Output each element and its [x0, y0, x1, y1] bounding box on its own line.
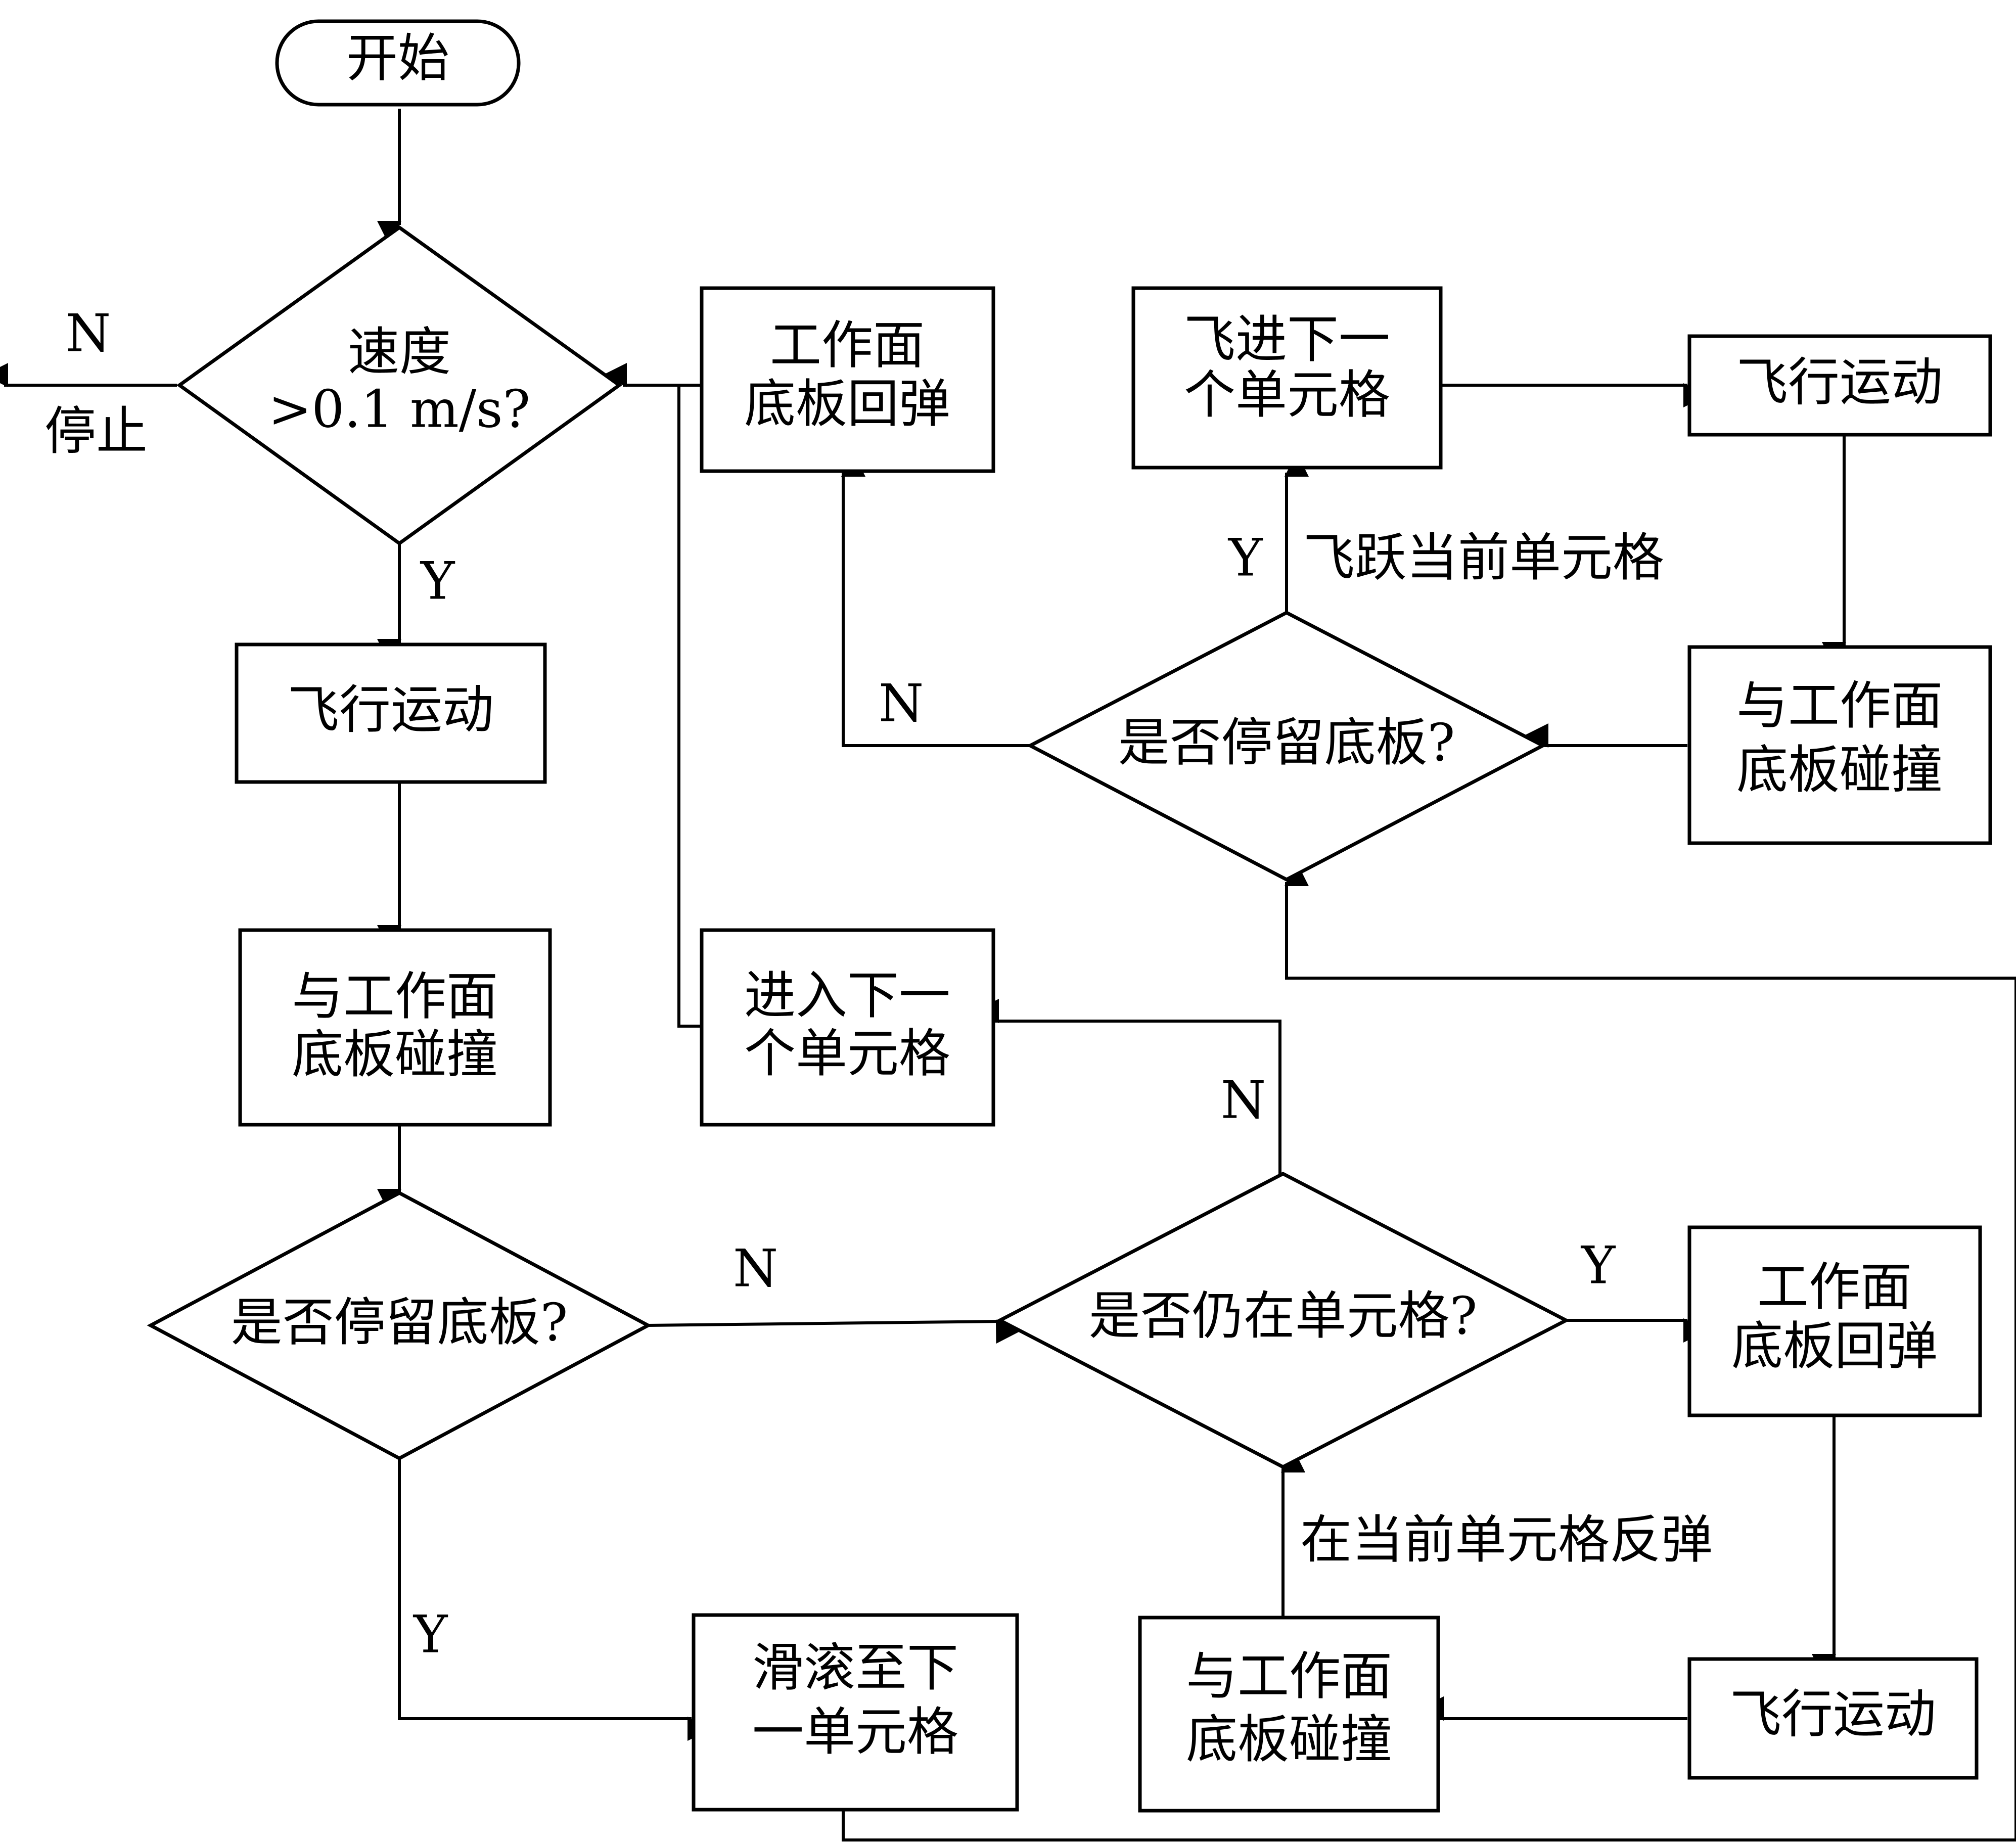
- edge-labels: N 停止 Y Y N N Y 在当前单元格反弹 Y 飞跃当前单元格 N: [44, 304, 1713, 1665]
- rebound-1-label-1: 工作面: [770, 316, 925, 376]
- collide-2-label-2: 底板碰撞: [1186, 1710, 1392, 1770]
- label-n-stay-1: N: [733, 1239, 778, 1299]
- speed-decision: 速度 >0.1 m/s?: [176, 225, 622, 546]
- collide-2-label-1: 与工作面: [1186, 1647, 1392, 1707]
- collide-3-label-1: 与工作面: [1736, 676, 1943, 736]
- fly-motion-label-2: 飞行运动: [1730, 1685, 1936, 1745]
- collide-box-2: 与工作面 底板碰撞: [1138, 1616, 1440, 1813]
- label-n-stop: N: [66, 304, 111, 364]
- fly-next-label-2: 个单元格: [1184, 365, 1390, 426]
- fly-motion-box-2: 飞行运动: [1687, 1657, 1979, 1780]
- arrow-in-cell-no-to-enter-next: [975, 999, 1281, 1174]
- collide-box-1: 与工作面 底板碰撞: [238, 928, 552, 1127]
- label-skip-current: 飞跃当前单元格: [1303, 528, 1664, 588]
- roll-next-box: 滑滚至下 一单元格: [692, 1613, 1019, 1812]
- collide-1-label-2: 底板碰撞: [292, 1025, 498, 1085]
- label-y-speed: Y: [420, 551, 455, 612]
- label-y-stay-2: Y: [1227, 528, 1263, 588]
- arrow-stay-yes-to-roll: [398, 1458, 712, 1741]
- rebound-1-label-2: 底板回弹: [744, 375, 950, 435]
- fly-motion-label-1: 飞行运动: [288, 680, 494, 741]
- in-cell-decision: 是否仍在单元格?: [996, 1172, 1570, 1469]
- collide-3-label-2: 底板碰撞: [1736, 741, 1943, 801]
- connectors: [0, 109, 2016, 1841]
- enter-next-label-2: 个单元格: [744, 1024, 950, 1084]
- stay-decision-1-label: 是否停留底板?: [231, 1293, 568, 1353]
- arrow-stay-no-to-in-cell: [648, 1319, 1021, 1344]
- stay-decision-2-label: 是否停留底板?: [1118, 713, 1455, 773]
- label-y-stay-1: Y: [413, 1605, 448, 1665]
- arrow-roll-to-stay-check-2: [842, 862, 2016, 1841]
- label-n-stay-2: N: [879, 674, 924, 734]
- fly-motion-label-3: 飞行运动: [1736, 353, 1943, 413]
- fly-motion-box-3: 飞行运动: [1687, 334, 1992, 437]
- start-node: 开始: [275, 19, 521, 107]
- label-n-in-cell: N: [1221, 1071, 1266, 1131]
- fly-next-label-1: 飞进下一: [1184, 310, 1390, 370]
- start-label: 开始: [346, 29, 449, 89]
- collide-box-3: 与工作面 底板碰撞: [1687, 645, 1992, 845]
- rebound-2-label-1: 工作面: [1757, 1258, 1912, 1318]
- rebound-box-2: 工作面 底板回弹: [1687, 1225, 1982, 1417]
- stay-decision-2: 是否停留底板?: [1026, 611, 1547, 882]
- label-stop: 停止: [44, 402, 148, 462]
- fly-next-box: 飞进下一 个单元格: [1131, 286, 1443, 470]
- speed-decision-label-2: >0.1 m/s?: [268, 380, 530, 440]
- fly-motion-box-1: 飞行运动: [235, 642, 547, 784]
- label-bounce-current: 在当前单元格反弹: [1300, 1510, 1713, 1571]
- enter-next-label-1: 进入下一: [744, 966, 950, 1026]
- roll-next-label-1: 滑滚至下: [752, 1638, 958, 1698]
- speed-decision-label-1: 速度: [348, 323, 451, 383]
- arrow-enter-next-to-speed: [677, 385, 702, 1028]
- stay-decision-1: 是否停留底板?: [147, 1191, 652, 1460]
- rebound-box-1: 工作面 底板回弹: [700, 286, 995, 473]
- rebound-2-label-2: 底板回弹: [1731, 1317, 1938, 1377]
- roll-next-label-2: 一单元格: [752, 1702, 958, 1763]
- in-cell-decision-label: 是否仍在单元格?: [1089, 1286, 1478, 1347]
- label-y-in-cell: Y: [1580, 1236, 1616, 1296]
- collide-1-label-1: 与工作面: [292, 967, 498, 1027]
- arrow-stay-2-no-to-rebound-1: [841, 452, 1030, 747]
- enter-next-box: 进入下一 个单元格: [700, 928, 995, 1127]
